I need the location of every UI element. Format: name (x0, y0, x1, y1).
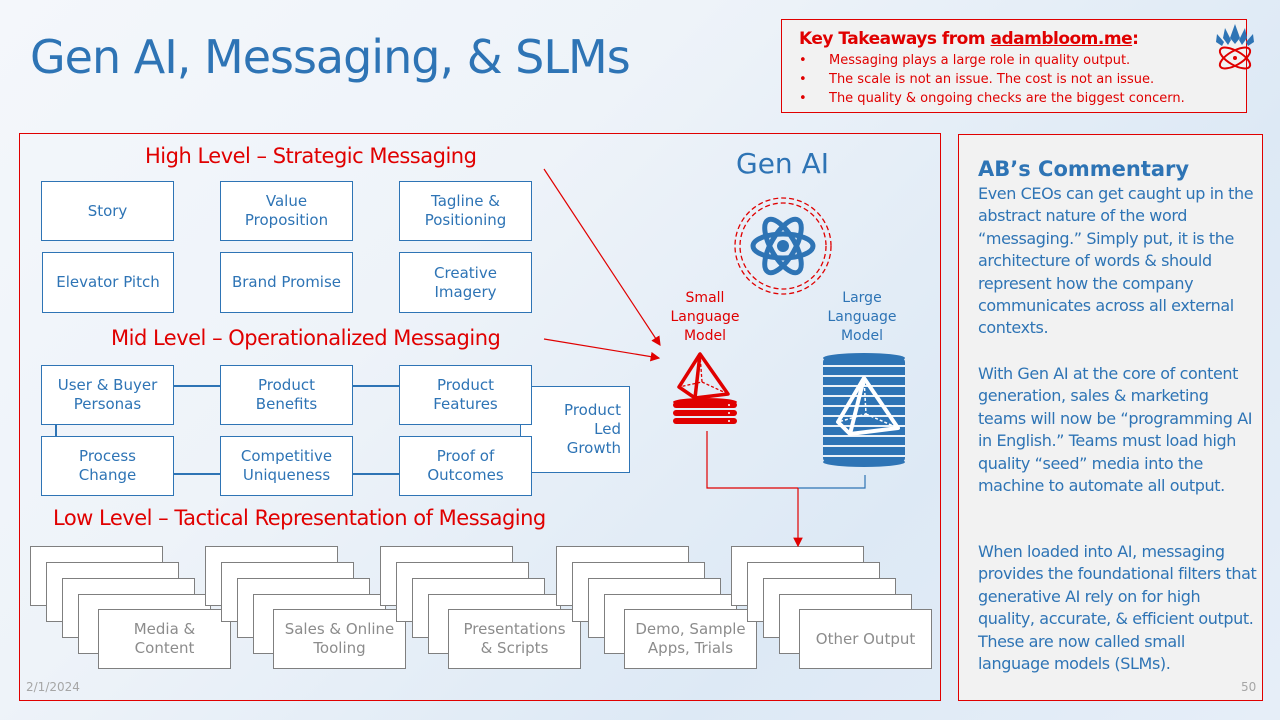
commentary-paragraph: Even CEOs can get caught up in the abstr… (978, 184, 1254, 338)
box-process-change: Process Change (41, 436, 174, 496)
gen-ai-title: Gen AI (736, 147, 829, 180)
box-story: Story (41, 181, 174, 241)
box-product-led-growth: Product Led Growth (520, 386, 630, 473)
bullet-icon: • (799, 91, 807, 106)
key-takeaways-box: Key Takeaways from adambloom.me: • Messag… (781, 19, 1247, 113)
slide-title: Gen AI, Messaging, & SLMs (30, 30, 631, 84)
atom-icon (734, 197, 832, 295)
connector-line (174, 473, 220, 475)
commentary-paragraph: With Gen AI at the core of content gener… (978, 364, 1253, 496)
mid-level-label: Mid Level – Operationalized Messaging (111, 326, 501, 350)
commentary-heading: AB’s Commentary (978, 157, 1190, 181)
connector-line (353, 385, 399, 387)
box-tagline-positioning: Tagline & Positioning (399, 181, 532, 241)
connector-line (353, 473, 399, 475)
box-product-benefits: Product Benefits (220, 365, 353, 425)
low-level-label: Low Level – Tactical Representation of M… (53, 506, 546, 530)
takeaway-item: • The quality & ongoing checks are the bi… (799, 89, 1185, 108)
output-stack-front: Other Output (799, 609, 932, 669)
high-level-label: High Level – Strategic Messaging (145, 144, 477, 168)
box-elevator-pitch: Elevator Pitch (42, 252, 174, 313)
takeaway-text: The scale is not an issue. The cost is n… (829, 72, 1155, 87)
adambloom-link[interactable]: adambloom.me (990, 29, 1133, 49)
takeaway-item: • The scale is not an issue. The cost is … (799, 70, 1185, 89)
large-language-model-icon (823, 353, 905, 467)
box-user-buyer-personas: User & Buyer Personas (41, 365, 174, 425)
takeaway-item: • Messaging plays a large role in quality… (799, 51, 1185, 70)
small-language-model-icon (673, 352, 737, 424)
connector-line (174, 385, 220, 387)
bullet-icon: • (799, 72, 807, 87)
large-language-model-label: Large Language Model (827, 290, 897, 344)
box-brand-promise: Brand Promise (220, 252, 353, 313)
box-proof-of-outcomes: Proof of Outcomes (399, 436, 532, 496)
output-stack-front: Sales & Online Tooling (273, 609, 406, 669)
takeaway-text: Messaging plays a large role in quality … (829, 53, 1131, 68)
connector-line (55, 425, 57, 437)
box-product-features: Product Features (399, 365, 532, 425)
slide-date: 2/1/2024 (26, 680, 80, 694)
lotus-atom-logo-icon (1216, 24, 1254, 70)
output-stack-front: Demo, Sample Apps, Trials (624, 609, 757, 669)
output-stack-front: Presentations & Scripts (448, 609, 581, 669)
takeaways-heading-prefix: Key Takeaways from (799, 29, 991, 49)
bullet-icon: • (799, 53, 807, 68)
box-creative-imagery: Creative Imagery (399, 252, 532, 313)
diagram-panel (19, 133, 941, 701)
commentary-panel: AB’s Commentary Even CEOs can get caught… (958, 134, 1263, 701)
output-stack-front: Media & Content (98, 609, 231, 669)
commentary-paragraph: When loaded into AI, messaging provides … (978, 542, 1257, 674)
takeaway-text: The quality & ongoing checks are the big… (829, 91, 1185, 106)
page-number: 50 (1241, 680, 1257, 694)
small-language-model-label: Small Language Model (670, 290, 740, 344)
box-value-proposition: Value Proposition (220, 181, 353, 241)
takeaways-heading: Key Takeaways from adambloom.me: (799, 29, 1139, 49)
box-competitive-uniqueness: Competitive Uniqueness (220, 436, 353, 496)
takeaways-list: • Messaging plays a large role in quality… (799, 51, 1185, 108)
takeaways-heading-suffix: : (1132, 29, 1139, 49)
